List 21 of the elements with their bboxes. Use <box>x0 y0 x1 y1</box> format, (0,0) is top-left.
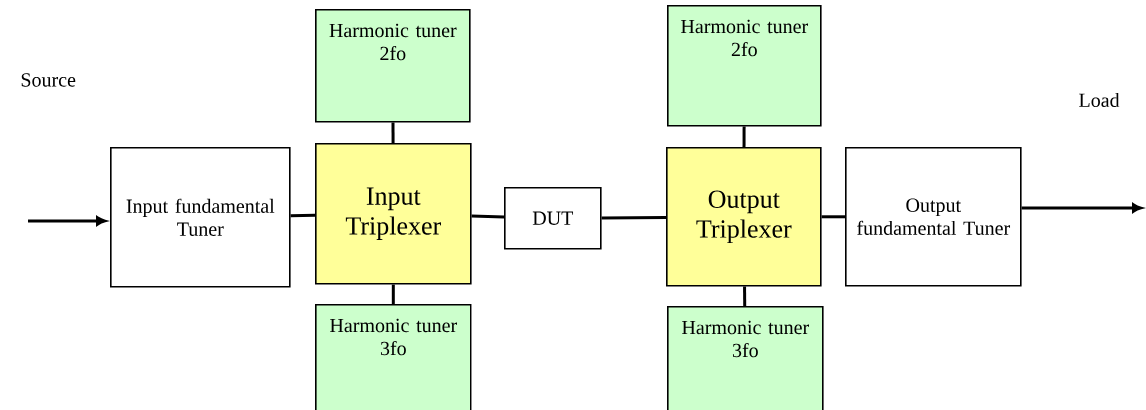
connector <box>742 126 746 147</box>
triplexer-box: Output Triplexer <box>666 147 822 287</box>
harmonic-tuner-box: Harmonic tuner 3fo <box>315 303 472 410</box>
terminal-label: Source <box>21 73 76 87</box>
harmonic-tuner-box: Harmonic tuner 2fo <box>667 5 822 127</box>
connector <box>821 215 845 219</box>
tuner-box: Output fundamental Tuner <box>845 147 1022 287</box>
connector <box>471 214 505 219</box>
connector <box>28 216 107 226</box>
connector <box>391 284 395 304</box>
terminal-label: Load <box>1079 92 1120 107</box>
tuner-box: Input fundamental Tuner <box>110 147 291 288</box>
harmonic-tuner-box: Harmonic tuner 3fo <box>667 305 824 410</box>
connector <box>391 122 395 143</box>
connector <box>290 213 316 218</box>
connector <box>743 286 747 306</box>
connector <box>601 215 667 220</box>
harmonic-tuner-box: Harmonic tuner 2fo <box>315 9 471 123</box>
dut-box: DUT <box>504 187 602 250</box>
triplexer-box: Input Triplexer <box>315 143 472 285</box>
connector <box>1021 203 1143 213</box>
